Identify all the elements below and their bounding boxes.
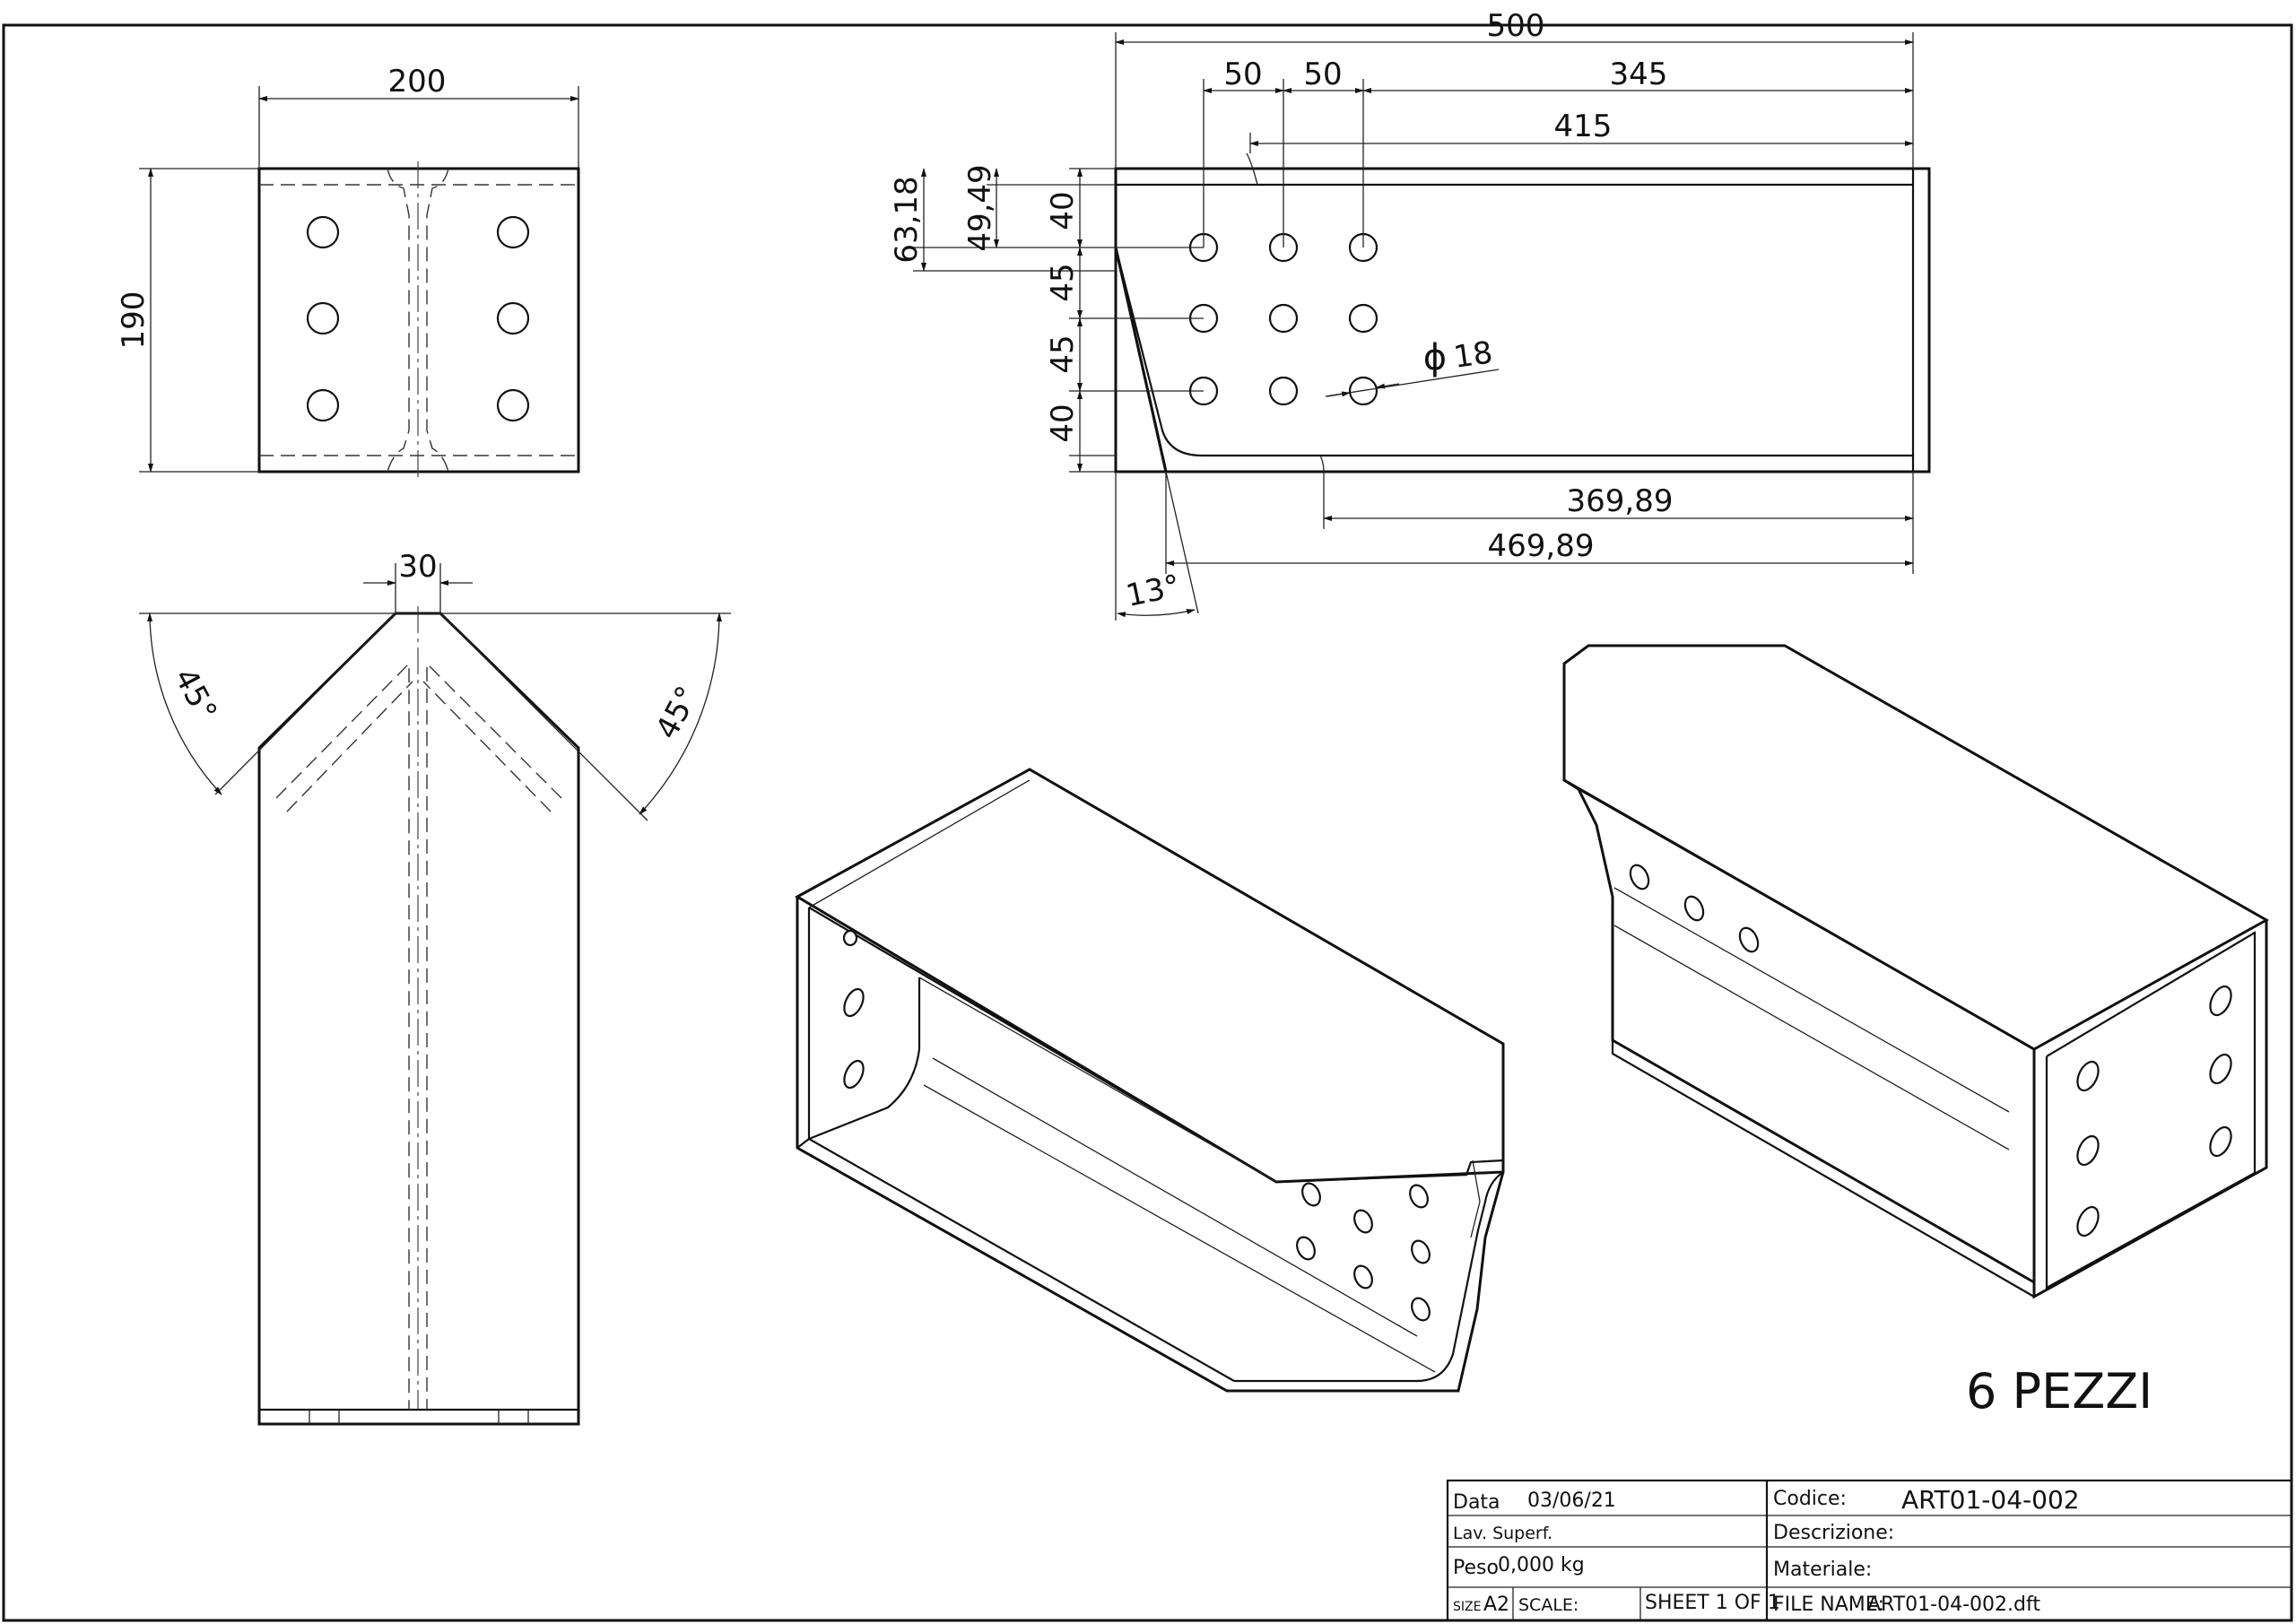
sheet-border [2, 23, 2293, 1622]
isometric-view-1-holes [842, 929, 1431, 1322]
side-view: 30 45° 45° [139, 549, 731, 1426]
title-block-data-value: 03/06/21 [1527, 1489, 1616, 1512]
dim-hole-pitch-1: 50 [1223, 56, 1262, 92]
dim-offset-a: 63,18 [889, 176, 925, 263]
title-block-file-name-value: ART01-04-002.dft [1867, 1594, 2040, 1616]
dim-hole-pitch-2: 50 [1303, 56, 1342, 92]
dim-row-2: 45 [1045, 263, 1081, 301]
dim-angle-right: 45° [648, 681, 706, 745]
title-block-codice-value: ART01-04-002 [1901, 1485, 2080, 1515]
title-block: Data 03/06/21 Lav. Superf. Peso 0,000 kg… [1446, 1479, 2293, 1622]
title-block-sheet-label: SHEET 1 OF 1 [1645, 1592, 1780, 1614]
title-block-data-label: Data [1453, 1491, 1500, 1514]
isometric-view-2 [1562, 644, 2270, 1299]
elevation-holes [1188, 232, 1378, 406]
dim-flange-length: 415 [1554, 109, 1613, 144]
dim-hole-to-end: 345 [1610, 56, 1668, 92]
dim-row-1: 40 [1045, 191, 1081, 230]
quantity-note: 6 PEZZI [1966, 1363, 2152, 1420]
title-block-descrizione-label: Descrizione: [1773, 1522, 1894, 1544]
dim-bottom-length-long: 469,89 [1488, 528, 1595, 564]
title-block-peso-value: 0,000 kg [1498, 1554, 1585, 1576]
dim-front-height: 190 [116, 291, 152, 350]
dim-front-width: 200 [388, 64, 447, 100]
front-view: 200 190 [116, 64, 580, 479]
title-block-size-value: A2 [1483, 1594, 1509, 1616]
dim-offset-b: 49,49 [962, 164, 998, 251]
dim-row-4: 40 [1045, 404, 1081, 442]
title-block-materiale-label: Materiale: [1773, 1559, 1872, 1581]
title-block-scale-label: SCALE: [1518, 1595, 1578, 1615]
dim-bottom-length-short: 369,89 [1567, 483, 1674, 519]
dim-hole-diameter-symbol: ϕ [1423, 337, 1447, 378]
dim-row-3: 45 [1045, 334, 1081, 373]
dim-angle-left: 45° [167, 663, 224, 727]
isometric-view-1 [794, 768, 1505, 1393]
title-block-peso-label: Peso [1453, 1557, 1499, 1579]
elevation-view: 500 50 50 345 415 40 45 45 40 49,49 [889, 8, 1931, 621]
title-block-lav-superf-label: Lav. Superf. [1453, 1524, 1552, 1543]
front-view-holes [306, 215, 530, 422]
dim-cut-angle: 13° [1123, 568, 1183, 614]
dim-top-width: 30 [398, 549, 437, 585]
dim-hole-diameter: 18 [1451, 334, 1494, 376]
title-block-codice-label: Codice: [1773, 1488, 1847, 1510]
title-block-file-name-label: FILE NAME: [1773, 1594, 1884, 1616]
title-block-size-label: SIZE [1453, 1600, 1481, 1614]
dim-overall-length: 500 [1487, 8, 1545, 44]
isometric-view-2-holes [1629, 864, 2232, 1238]
